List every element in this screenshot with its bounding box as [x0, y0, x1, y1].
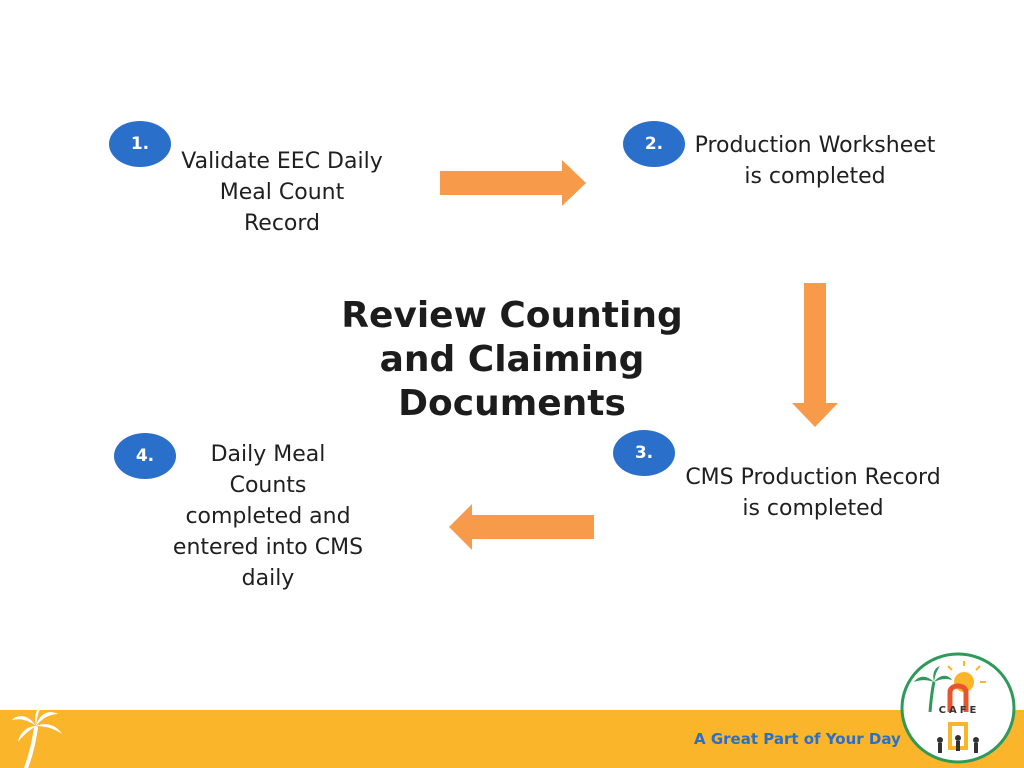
step-3-badge: 3.	[613, 430, 675, 476]
step-1-text: Validate EEC Daily Meal Count Record	[162, 146, 402, 239]
step-3-line: CMS Production Record	[685, 465, 941, 490]
step-4-text: Daily Meal Counts completed and entered …	[158, 439, 378, 594]
step-3-line: is completed	[742, 496, 884, 521]
logo-text: CAFE	[938, 705, 980, 716]
step-1-line: Meal Count	[219, 180, 345, 205]
step-3-text: CMS Production Record is completed	[668, 462, 958, 524]
footer-tagline: A Great Part of Your Day	[694, 730, 901, 748]
step-1-line: Record	[243, 211, 320, 236]
step-4-line: Daily Meal	[210, 442, 326, 467]
step-4-line: daily	[241, 566, 295, 591]
step-2-line: is completed	[744, 164, 886, 189]
arrow-right-icon	[440, 160, 586, 206]
step-1-badge: 1.	[109, 121, 171, 167]
arrow-down-icon	[792, 283, 838, 427]
step-2-line: Production Worksheet	[694, 133, 936, 158]
diagram-title: Review Counting and Claiming Documents	[330, 294, 694, 426]
title-line: and Claiming	[379, 339, 645, 380]
title-line: Documents	[398, 383, 626, 424]
arrow-left-icon	[449, 504, 594, 550]
cafe-logo-icon	[900, 652, 1016, 764]
step-2-badge: 2.	[623, 121, 685, 167]
step-4-line: Counts	[229, 473, 307, 498]
step-4-badge: 4.	[114, 433, 176, 479]
title-line: Review Counting	[341, 295, 683, 336]
step-1-line: Validate EEC Daily	[181, 149, 383, 174]
step-2-text: Production Worksheet is completed	[675, 130, 955, 192]
step-4-line: entered into CMS	[172, 535, 364, 560]
palm-tree-icon	[12, 706, 62, 768]
footer-bar	[0, 710, 1024, 768]
step-4-line: completed and	[185, 504, 351, 529]
